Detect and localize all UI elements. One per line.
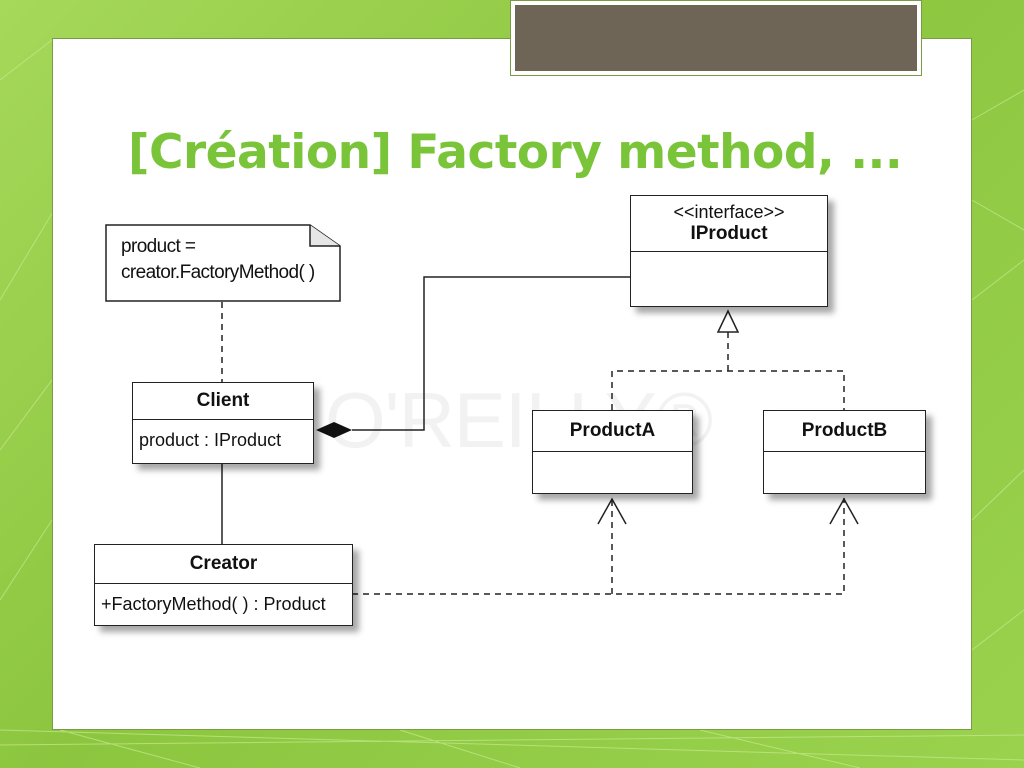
iproduct-stereotype: <<interface>>	[673, 202, 785, 222]
note	[105, 224, 341, 302]
header-tab-fill	[515, 5, 917, 71]
class-client: Client product : IProduct	[132, 382, 314, 464]
slide-title: [Création] Factory method, ...	[128, 125, 903, 180]
realization-arrowhead	[716, 309, 740, 333]
product-a-name: ProductA	[569, 420, 656, 441]
note-text: product = creator.FactoryMethod( )	[121, 234, 315, 286]
note-line-2: creator.FactoryMethod( )	[121, 262, 315, 283]
class-product-a: ProductA	[532, 410, 693, 494]
client-iproduct-composition	[352, 276, 630, 431]
note-outline	[105, 224, 341, 302]
client-attribute: product : IProduct	[133, 419, 313, 464]
product-b-name: ProductB	[801, 420, 888, 441]
client-name: Client	[196, 390, 250, 411]
realization-lines	[611, 370, 845, 410]
iproduct-body	[631, 251, 827, 292]
note-line-1: product =	[121, 236, 196, 257]
composition-diamond	[316, 422, 352, 438]
class-creator: Creator +FactoryMethod( ) : Product	[94, 544, 353, 626]
creator-operation: +FactoryMethod( ) : Product	[95, 583, 352, 626]
product-b-body	[764, 451, 925, 494]
product-a-body	[533, 451, 692, 494]
header-tab	[510, 0, 922, 76]
class-iproduct: <<interface>> IProduct	[630, 195, 828, 307]
creator-dependency	[352, 498, 845, 595]
class-product-b: ProductB	[763, 410, 926, 494]
creator-name: Creator	[189, 553, 258, 574]
dependency-arrowhead-b	[829, 497, 859, 525]
dependency-arrowhead-a	[597, 497, 627, 525]
iproduct-name: IProduct	[690, 223, 768, 244]
